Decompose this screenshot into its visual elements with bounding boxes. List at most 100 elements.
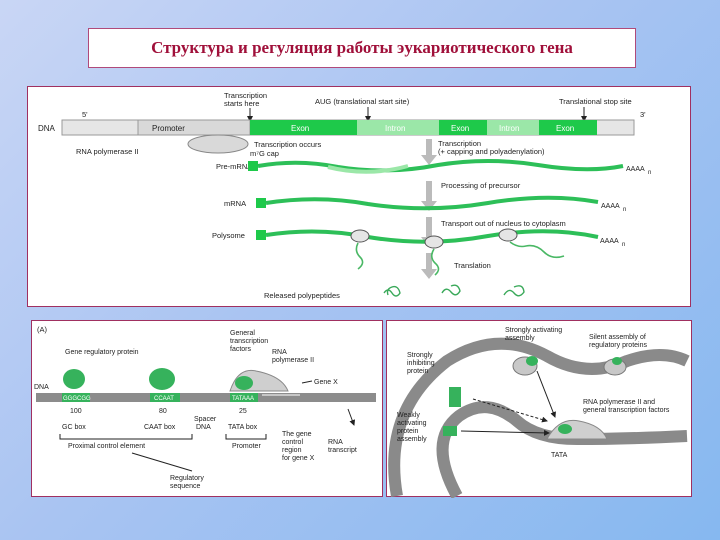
promoter-structure-diagram: (A) Gene regulatory protein General tran… [34, 325, 376, 490]
label-rna-transcript-2: transcript [328, 447, 357, 454]
label-transcription-start-1: Transcription [224, 91, 267, 100]
peptide-chain-1 [355, 242, 364, 270]
peptide-chain-3 [509, 241, 565, 259]
label-gene-control-2: control [282, 439, 303, 446]
label-inhibiting-1: Strongly [407, 352, 433, 359]
exon-3 [539, 120, 597, 135]
gene-x-leader [301, 380, 313, 384]
label-tata-seq: TATAAA [232, 396, 254, 402]
label-m7g-cap: m⁷G cap [250, 149, 279, 158]
label-general-tf-3: factors [230, 346, 252, 353]
reg-seq-pointer [131, 452, 193, 472]
label-25: 25 [239, 408, 247, 415]
exon-2 [439, 120, 487, 135]
intron-1 [357, 120, 439, 135]
general-tf-protein [558, 424, 572, 434]
released-polypeptides [383, 284, 525, 297]
promoter-structure-panel: (A) Gene regulatory protein General tran… [31, 320, 383, 497]
cap-mrna [256, 198, 266, 208]
dna-loop [388, 337, 690, 498]
label-rna-pol-general-2: general transcription factors [583, 407, 670, 414]
label-5prime: 5' [82, 110, 88, 119]
pre-mrna-intron [327, 164, 409, 174]
label-3prime: 3' [640, 110, 646, 119]
process-arrow-4 [421, 253, 437, 279]
inhibiting-site [449, 387, 461, 407]
label-gc-box: GC box [62, 424, 86, 431]
process-arrow-2 [421, 181, 437, 211]
arrow-inhibiting [472, 398, 548, 423]
label-spacer-1: Spacer [194, 416, 217, 423]
label-polya-1: AAAA [626, 166, 645, 173]
activating-protein [526, 356, 538, 366]
label-gene-reg-protein: Gene regulatory protein [65, 349, 139, 356]
label-rna-pol-2: polymerase II [272, 357, 314, 364]
label-dna: DNA [38, 124, 56, 133]
label-intron-2: Intron [499, 124, 519, 133]
label-dna-bl: DNA [34, 384, 49, 391]
mrna-strand [265, 195, 599, 211]
label-aug: AUG (translational start site) [315, 97, 410, 106]
label-stop: Translational stop site [559, 97, 632, 106]
label-released: Released polypeptides [264, 291, 340, 300]
ribosome-1 [350, 229, 370, 243]
label-weakly-4: assembly [397, 436, 427, 443]
label-100: 100 [70, 408, 82, 415]
label-translation: Translation [454, 261, 491, 270]
label-transcription-caption-1: Transcription [438, 139, 481, 148]
label-rna-pol-1: RNA [272, 349, 287, 356]
label-inhibiting-2: inhibiting [407, 360, 435, 367]
label-pre-mrna: Pre-mRNA [216, 162, 252, 171]
label-weakly-3: protein [397, 428, 419, 435]
peptide-chain-2 [430, 248, 440, 276]
label-strong-act-1: Strongly activating [505, 327, 562, 334]
label-n-2: n [623, 207, 626, 213]
label-gene-control-3: region [282, 447, 302, 454]
process-arrow-1 [421, 139, 437, 165]
label-caat-seq: CCAAT [154, 396, 174, 402]
polypeptide-1 [383, 285, 401, 297]
label-rna-transcript-1: RNA [328, 439, 343, 446]
tata-box-site [230, 393, 258, 402]
label-caat-box: CAAT box [144, 424, 176, 431]
label-transcription-start-2: starts here [224, 99, 259, 108]
gc-box-site [62, 393, 90, 402]
label-regulatory-seq-2: sequence [170, 483, 200, 490]
rna-polymerase-shape [187, 134, 249, 154]
label-polya-2: AAAA [601, 203, 620, 210]
label-tata-br: TATA [551, 452, 568, 459]
general-tf-shape [235, 376, 253, 390]
caat-box-site [150, 393, 180, 402]
label-n-1: n [648, 170, 651, 176]
label-gene-control-4: for gene X [282, 455, 315, 462]
assembly-diagram: Strongly activating assembly Silent asse… [388, 327, 690, 498]
label-polysome: Polysome [212, 231, 245, 240]
label-general-tf-1: General [230, 330, 255, 337]
polymerase-complex [546, 419, 608, 440]
label-mrna: mRNA [224, 199, 246, 208]
label-rna-pol-general-1: RNA polymerase II and [583, 399, 655, 406]
label-polya-3: AAAA [600, 238, 619, 245]
label-gene-control-1: The gene [282, 431, 312, 438]
title-box: Структура и регуляция работы эукариотиче… [88, 28, 636, 68]
polypeptide-2 [441, 284, 461, 296]
label-transport: Transport out of nucleus to cytoplasm [441, 219, 566, 228]
gene-expression-diagram: Transcription starts here AUG (translati… [38, 91, 651, 300]
page-title: Структура и регуляция работы эукариотиче… [151, 38, 573, 57]
label-weakly-2: activating [397, 420, 427, 427]
weak-site [443, 426, 457, 436]
ribosome-3 [498, 228, 518, 242]
label-inhibiting-3: protein [407, 368, 429, 375]
label-silent-2: regulatory proteins [589, 342, 647, 349]
label-processing: Processing of precursor [441, 181, 521, 190]
polypeptide-3 [503, 285, 525, 297]
label-exon-2: Exon [451, 124, 469, 133]
label-promoter: Promoter [152, 124, 185, 133]
label-exon-1: Exon [291, 124, 309, 133]
label-proximal: Proximal control element [68, 443, 145, 450]
label-panel-a: (A) [37, 325, 48, 334]
label-gc-seq: GGGCGG [63, 396, 91, 402]
gene-reg-protein-2 [149, 368, 175, 390]
cap-polysome [256, 230, 266, 240]
promoter-bracket [225, 434, 267, 440]
